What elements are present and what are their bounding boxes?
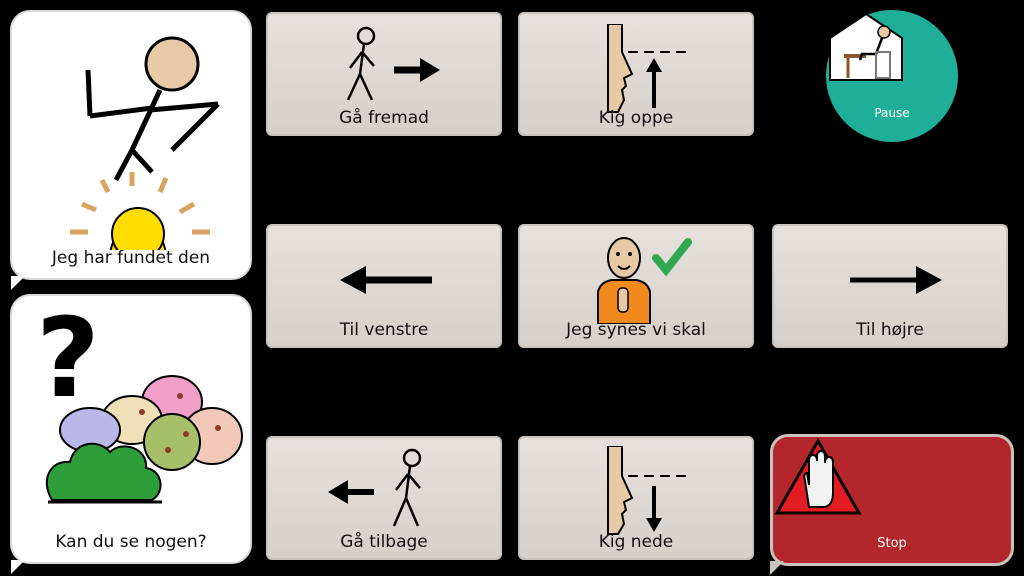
button-label: Kig nede	[598, 532, 674, 552]
bubble-tail	[11, 276, 25, 290]
go-back-button[interactable]: Gå tilbage	[266, 436, 502, 560]
stop-hand-icon	[774, 437, 862, 515]
button-label: Kig oppe	[598, 108, 674, 128]
bubble-tail	[11, 560, 25, 574]
turn-left-button[interactable]: Til venstre	[266, 224, 502, 348]
pause-button[interactable]: Pause	[826, 10, 958, 142]
button-label: Til højre	[856, 320, 924, 340]
look-up-icon	[607, 24, 688, 113]
phrase-found-it[interactable]: Jeg har fundet den	[10, 10, 252, 290]
phrase-label: Jeg har fundet den	[51, 248, 211, 268]
svg-text:?: ?	[36, 310, 100, 422]
button-label: Pause	[874, 106, 910, 120]
eggs-question-symbol: ?	[36, 310, 243, 504]
stop-button[interactable]: Stop	[770, 434, 1014, 575]
walk-forward-icon	[346, 26, 440, 101]
bubble-tail	[770, 561, 784, 575]
arrow-left-icon	[340, 266, 432, 294]
pause-house-icon	[829, 12, 903, 81]
found-egg-symbol	[70, 36, 220, 250]
button-label: Stop	[877, 536, 907, 551]
button-label: Gå tilbage	[340, 532, 428, 552]
walk-back-icon	[328, 448, 422, 527]
go-forward-button[interactable]: Gå fremad	[266, 12, 502, 136]
button-label: Til venstre	[339, 320, 429, 340]
person-suggest-icon	[597, 237, 692, 324]
button-label: Gå fremad	[339, 108, 429, 128]
arrow-right-icon	[850, 266, 942, 294]
look-down-button[interactable]: Kig nede	[518, 436, 754, 560]
i-think-button[interactable]: Jeg synes vi skal	[518, 224, 754, 348]
turn-right-button[interactable]: Til højre	[772, 224, 1008, 348]
button-label: Jeg synes vi skal	[566, 320, 706, 340]
look-down-icon	[607, 446, 688, 535]
phrase-see-anyone[interactable]: ? Kan du se nogen?	[10, 294, 252, 574]
look-up-button[interactable]: Kig oppe	[518, 12, 754, 136]
phrase-label: Kan du se nogen?	[55, 532, 207, 552]
